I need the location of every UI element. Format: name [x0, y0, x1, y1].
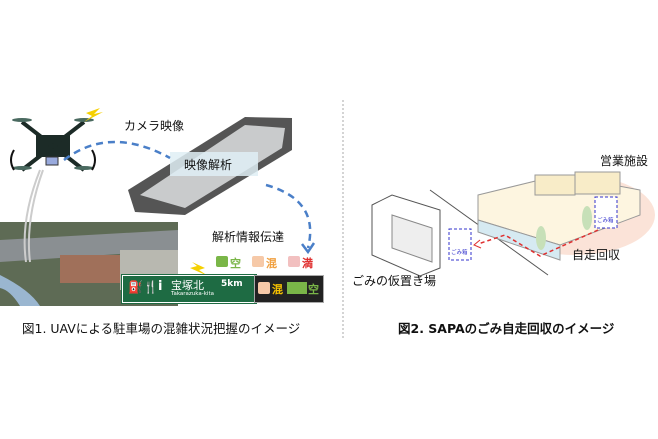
status-empty: 空	[308, 283, 319, 296]
legend-crowded: 混	[266, 257, 277, 270]
camera-arrow	[63, 140, 171, 161]
truck-icon-empty	[287, 282, 307, 294]
car-icon-empty	[216, 256, 228, 267]
sign-distance: 5km	[221, 279, 243, 289]
label-facility: 営業施設	[600, 154, 649, 168]
collection-route-arrow	[477, 229, 599, 257]
legend-full: 満	[302, 257, 313, 270]
congestion-status-panel: 混 空	[254, 275, 324, 303]
figure2-caption: 図2. SAPAのごみ自走回収のイメージ	[398, 321, 615, 336]
temp-storage-building	[371, 194, 441, 277]
car-icon-full	[288, 256, 300, 267]
label-info-transmission: 解析情報伝達	[212, 230, 285, 244]
lightning-icon	[190, 262, 208, 276]
sign-romaji: Takarazuka-kita	[171, 291, 214, 297]
parking-lot-image	[128, 117, 292, 215]
label-auto-collection: 自走回収	[572, 248, 621, 262]
tree-icon	[582, 206, 592, 230]
status-crowded: 混	[272, 283, 283, 296]
drone-icon	[10, 118, 96, 263]
bin-label: ごみ箱	[597, 218, 614, 224]
sign-name: 宝塚北	[171, 279, 204, 292]
figure1-caption: 図1. UAVによる駐車場の混雑状況把握のイメージ	[22, 321, 301, 336]
label-camera-video: カメラ映像	[124, 119, 185, 133]
trash-bin-robot-facility	[594, 196, 618, 229]
restaurant-icon: 🍴	[143, 280, 158, 294]
transmission-arrow	[265, 183, 312, 249]
label-video-analysis: 映像解析	[184, 158, 233, 172]
legend-empty: 空	[230, 257, 241, 270]
car-icon-crowded	[258, 282, 270, 294]
trash-bin-robot-storage	[448, 228, 472, 261]
lightning-icon	[84, 108, 103, 122]
car-icon-crowded	[252, 256, 264, 267]
analysis-label-box	[170, 152, 258, 176]
bin-label: ごみ箱	[451, 250, 468, 256]
info-icon: i	[158, 279, 163, 294]
tree-icon	[536, 226, 546, 250]
highway-sign: ⛽ 🍴 i 宝塚北 Takarazuka-kita 5km	[121, 274, 257, 304]
fuel-icon: ⛽	[128, 280, 143, 294]
label-temp-storage: ごみの仮置き場	[352, 274, 437, 288]
